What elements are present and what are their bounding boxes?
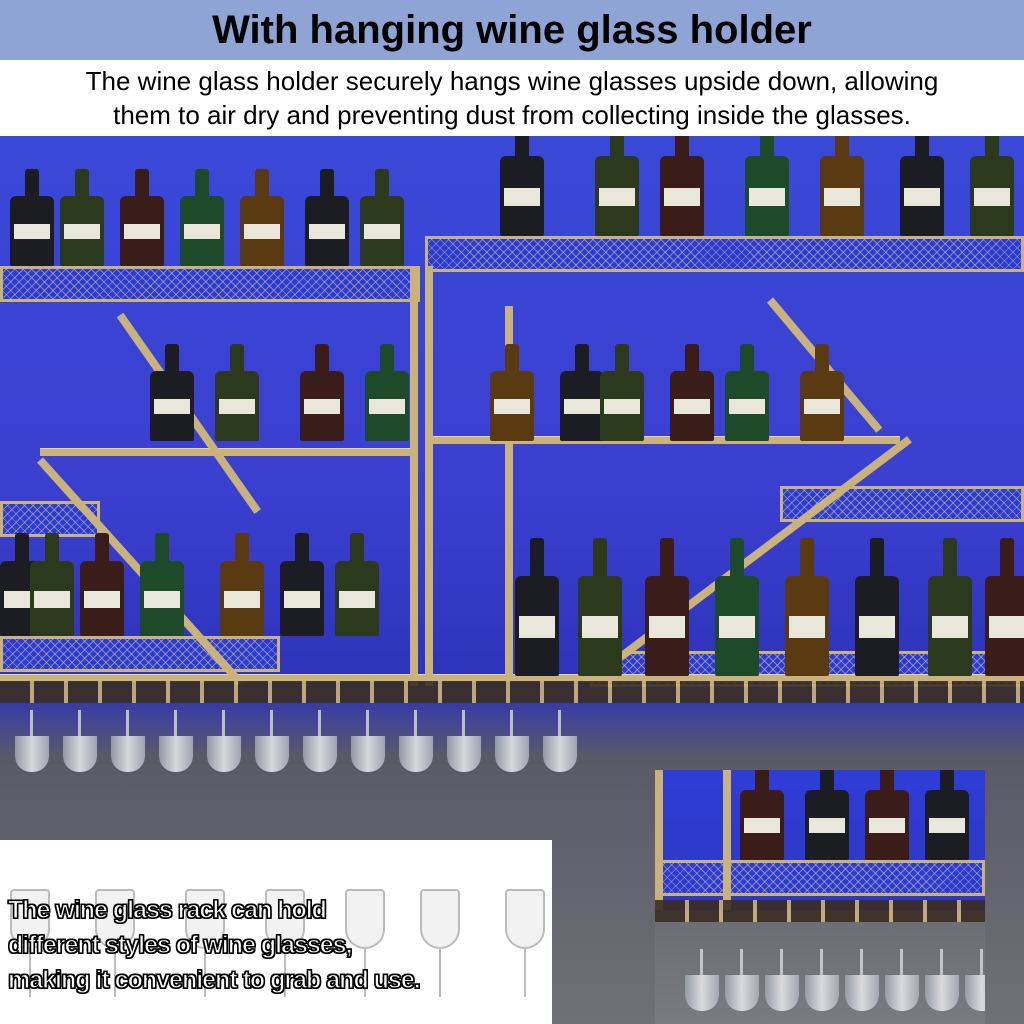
wine-glass	[15, 710, 49, 772]
caption-line: The wine glass rack can hold	[7, 895, 327, 924]
bottle	[220, 532, 264, 636]
wine-glass	[965, 949, 985, 1011]
bottle	[578, 538, 622, 676]
bottle	[595, 136, 639, 236]
wine-glass	[345, 889, 385, 997]
detail-inset-photo	[655, 770, 985, 1024]
top-right-mesh-shelf	[425, 236, 1024, 272]
wine-glass	[351, 710, 385, 772]
glass-rack-caption: The wine glass rack can hold different s…	[7, 893, 421, 998]
bottle	[855, 538, 899, 676]
wine-glass	[420, 889, 460, 997]
bottle	[800, 344, 844, 441]
wine-glass	[111, 710, 145, 772]
bottle	[985, 538, 1024, 676]
bottle	[215, 344, 259, 441]
bottle	[725, 344, 769, 441]
bottle	[820, 136, 864, 236]
wine-glass	[495, 710, 529, 772]
caption-line: making it convenient to grab and use.	[7, 965, 421, 994]
bottle	[365, 344, 409, 441]
bottle	[305, 169, 349, 266]
middle-left-shelf	[40, 448, 410, 456]
wine-glass	[185, 889, 225, 997]
wine-glass	[543, 710, 577, 772]
bottle	[865, 770, 909, 860]
title-banner: With hanging wine glass holder	[0, 0, 1024, 60]
bottle	[500, 136, 544, 236]
caption-line: different styles of wine glasses,	[7, 930, 353, 959]
wine-glass	[255, 710, 289, 772]
wine-glass	[805, 949, 839, 1011]
bottle	[925, 770, 969, 860]
description-line: them to air dry and preventing dust from…	[113, 100, 911, 130]
bottle	[30, 532, 74, 636]
bottle	[10, 169, 54, 266]
inset-post	[655, 770, 663, 910]
bottle	[785, 538, 829, 676]
bottle	[60, 169, 104, 266]
bottle	[928, 538, 972, 676]
bottle	[805, 770, 849, 860]
bottle	[240, 169, 284, 266]
wine-glass	[303, 710, 337, 772]
bottle	[80, 532, 124, 636]
middle-right-shelf	[430, 436, 900, 444]
wine-glass	[10, 889, 50, 997]
glass-styles-inset	[0, 840, 552, 1024]
wine-glass	[159, 710, 193, 772]
bottle	[900, 136, 944, 236]
wine-glass	[265, 889, 305, 997]
bottle	[335, 532, 379, 636]
bottle	[150, 344, 194, 441]
wine-glass	[885, 949, 919, 1011]
bottle	[490, 344, 534, 441]
inset-mesh-shelf	[655, 860, 985, 896]
wine-glass	[845, 949, 879, 1011]
wine-glass	[95, 889, 135, 997]
center-post	[410, 266, 418, 686]
glass-hanger-rail	[0, 681, 1024, 703]
bottle	[180, 169, 224, 266]
wine-glass	[685, 949, 719, 1011]
bottle	[360, 169, 404, 266]
bottle	[715, 538, 759, 676]
wine-glass	[207, 710, 241, 772]
wine-glass	[765, 949, 799, 1011]
center-post	[425, 266, 433, 686]
bottle	[660, 136, 704, 236]
description-line: The wine glass holder securely hangs win…	[85, 66, 939, 96]
bottle	[280, 532, 324, 636]
inset-post	[723, 770, 731, 910]
bottle	[120, 169, 164, 266]
inset-glass-hanger	[655, 900, 985, 922]
bottle	[140, 532, 184, 636]
bottle	[300, 344, 344, 441]
bottle	[745, 136, 789, 236]
wine-glass	[505, 889, 545, 997]
page-title: With hanging wine glass holder	[212, 7, 812, 52]
bottle	[670, 344, 714, 441]
wine-glass	[63, 710, 97, 772]
bottle	[560, 344, 604, 441]
wine-glass	[925, 949, 959, 1011]
bottle	[740, 770, 784, 860]
bottle	[970, 136, 1014, 236]
wine-glass	[725, 949, 759, 1011]
inner-post	[505, 306, 513, 676]
lower-left-mesh-shelf	[0, 636, 280, 672]
wine-glass	[399, 710, 433, 772]
bottle	[600, 344, 644, 441]
wine-glass	[447, 710, 481, 772]
bottle	[515, 538, 559, 676]
bottle	[645, 538, 689, 676]
top-left-mesh-shelf	[0, 266, 420, 302]
description: The wine glass holder securely hangs win…	[0, 60, 1024, 136]
